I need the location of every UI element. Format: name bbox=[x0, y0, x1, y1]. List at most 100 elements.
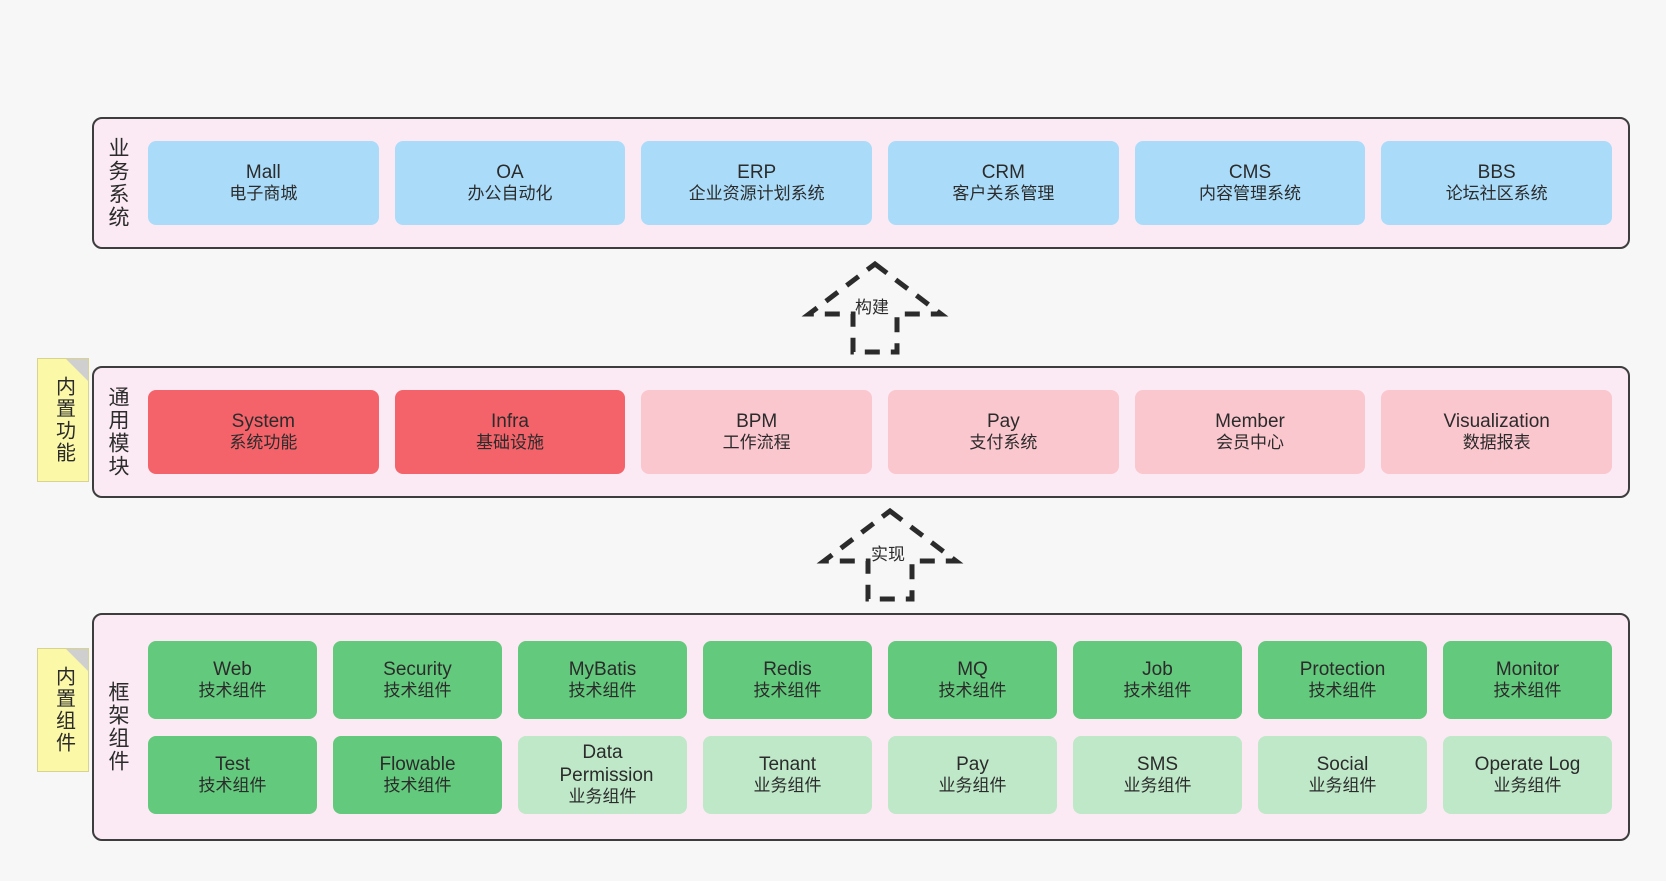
node-social[interactable]: Social 业务组件 bbox=[1258, 735, 1427, 814]
node-title: Security bbox=[383, 658, 452, 680]
node-title: Operate Log bbox=[1474, 753, 1581, 775]
node-subtitle: 技术组件 bbox=[198, 775, 267, 795]
node-subtitle: 技术组件 bbox=[198, 680, 267, 700]
node-visualization[interactable]: Visualization 数据报表 bbox=[1381, 390, 1613, 474]
node-title: Test bbox=[215, 753, 250, 775]
node-pay-business[interactable]: Pay 业务组件 bbox=[888, 735, 1057, 814]
node-cms[interactable]: CMS 内容管理系统 bbox=[1134, 141, 1366, 225]
node-security[interactable]: Security 技术组件 bbox=[333, 640, 502, 719]
node-web[interactable]: Web 技术组件 bbox=[148, 640, 317, 719]
layer-common-module: 通用模块 System 系统功能 Infra 基础设施 BPM 工作流程 Pay bbox=[92, 366, 1630, 498]
node-title: ERP bbox=[737, 162, 777, 184]
layer-title-framework-component: 框架组件 bbox=[106, 681, 130, 773]
node-job[interactable]: Job 技术组件 bbox=[1073, 640, 1242, 719]
node-infra[interactable]: Infra 基础设施 bbox=[394, 390, 626, 474]
note-fold-corner-icon bbox=[66, 649, 88, 671]
node-monitor[interactable]: Monitor 技术组件 bbox=[1443, 640, 1612, 719]
node-bpm[interactable]: BPM 工作流程 bbox=[641, 390, 873, 474]
sticky-note-builtin-function: 内置功能 bbox=[37, 358, 89, 482]
node-subtitle: 技术组件 bbox=[938, 680, 1007, 700]
node-title: CMS bbox=[1228, 162, 1272, 184]
connector-build-arrow-icon bbox=[795, 258, 955, 358]
node-bbs[interactable]: BBS 论坛社区系统 bbox=[1381, 141, 1613, 225]
node-subtitle: 技术组件 bbox=[383, 775, 452, 795]
node-title: Mall bbox=[245, 162, 281, 184]
node-title: SMS bbox=[1136, 753, 1179, 775]
node-title: Visualization bbox=[1443, 411, 1550, 433]
node-subtitle: 客户关系管理 bbox=[952, 184, 1055, 204]
node-sms[interactable]: SMS 业务组件 bbox=[1073, 735, 1242, 814]
node-subtitle: 业务组件 bbox=[1493, 775, 1562, 795]
node-subtitle: 技术组件 bbox=[568, 680, 637, 700]
node-subtitle: 业务组件 bbox=[938, 775, 1007, 795]
layer-body-business-system: Mall 电子商城 OA 办公自动化 ERP 企业资源计划系统 CRM 客户关系… bbox=[140, 119, 1628, 247]
node-flowable[interactable]: Flowable 技术组件 bbox=[333, 735, 502, 814]
node-title: Social bbox=[1316, 753, 1369, 775]
connector-implement-arrow-icon bbox=[810, 505, 970, 605]
node-title: Pay bbox=[986, 411, 1020, 433]
node-system[interactable]: System 系统功能 bbox=[148, 390, 379, 474]
node-title: CRM bbox=[981, 162, 1025, 184]
node-redis[interactable]: Redis 技术组件 bbox=[703, 640, 872, 719]
node-title: Pay bbox=[956, 753, 989, 775]
node-subtitle: 数据报表 bbox=[1462, 433, 1531, 453]
node-title: Tenant bbox=[758, 753, 817, 775]
node-subtitle: 系统功能 bbox=[229, 433, 298, 453]
node-title: Job bbox=[1142, 658, 1173, 680]
node-subtitle: 技术组件 bbox=[753, 680, 822, 700]
layer-title-common-module: 通用模块 bbox=[106, 386, 130, 478]
node-title: BPM bbox=[736, 411, 778, 433]
node-title: Infra bbox=[490, 411, 530, 433]
node-pay[interactable]: Pay 支付系统 bbox=[888, 390, 1119, 474]
node-subtitle: 基础设施 bbox=[476, 433, 544, 453]
node-title: Flowable bbox=[379, 753, 456, 775]
node-mq[interactable]: MQ 技术组件 bbox=[888, 640, 1057, 719]
node-title: MQ bbox=[957, 658, 988, 680]
node-member[interactable]: Member 会员中心 bbox=[1134, 390, 1366, 474]
node-oa[interactable]: OA 办公自动化 bbox=[394, 141, 626, 225]
node-title: Protection bbox=[1299, 658, 1386, 680]
node-tenant[interactable]: Tenant 业务组件 bbox=[703, 735, 872, 814]
node-test[interactable]: Test 技术组件 bbox=[148, 735, 317, 814]
node-erp[interactable]: ERP 企业资源计划系统 bbox=[641, 141, 873, 225]
node-subtitle: 企业资源计划系统 bbox=[688, 184, 825, 204]
node-protection[interactable]: Protection 技术组件 bbox=[1258, 640, 1427, 719]
node-subtitle: 论坛社区系统 bbox=[1445, 184, 1548, 204]
layer-body-framework-component: Web 技术组件 Security 技术组件 MyBatis 技术组件 Redi… bbox=[140, 615, 1628, 839]
node-mybatis[interactable]: MyBatis 技术组件 bbox=[518, 640, 687, 719]
node-subtitle: 技术组件 bbox=[1123, 680, 1192, 700]
node-subtitle: 业务组件 bbox=[1123, 775, 1192, 795]
node-data-permission[interactable]: Data Permission 业务组件 bbox=[518, 735, 687, 814]
node-subtitle: 会员中心 bbox=[1216, 433, 1285, 453]
node-subtitle: 业务组件 bbox=[568, 787, 637, 807]
node-row: Web 技术组件 Security 技术组件 MyBatis 技术组件 Redi… bbox=[148, 640, 1612, 719]
layer-business-system: 业务系统 Mall 电子商城 OA 办公自动化 ERP 企业资源计划系统 CRM bbox=[92, 117, 1630, 249]
node-subtitle: 支付系统 bbox=[969, 433, 1038, 453]
layer-body-common-module: System 系统功能 Infra 基础设施 BPM 工作流程 Pay 支付系统… bbox=[140, 368, 1628, 496]
node-subtitle: 技术组件 bbox=[1493, 680, 1562, 700]
node-subtitle: 电子商城 bbox=[229, 184, 298, 204]
node-title: System bbox=[231, 411, 296, 433]
node-title: Redis bbox=[763, 658, 812, 680]
node-row: Test 技术组件 Flowable 技术组件 Data Permission … bbox=[148, 735, 1612, 814]
node-title: Web bbox=[213, 658, 252, 680]
node-title: BBS bbox=[1477, 162, 1516, 184]
node-subtitle: 技术组件 bbox=[383, 680, 452, 700]
node-subtitle: 技术组件 bbox=[1308, 680, 1377, 700]
node-subtitle: 工作流程 bbox=[722, 433, 791, 453]
node-title: OA bbox=[496, 162, 524, 184]
node-subtitle: 业务组件 bbox=[1308, 775, 1377, 795]
node-title: MyBatis bbox=[568, 658, 637, 680]
node-row: System 系统功能 Infra 基础设施 BPM 工作流程 Pay 支付系统… bbox=[148, 390, 1613, 474]
note-text: 内置功能 bbox=[52, 376, 75, 464]
node-operate-log[interactable]: Operate Log 业务组件 bbox=[1443, 735, 1612, 814]
node-title: Monitor bbox=[1495, 658, 1560, 680]
node-mall[interactable]: Mall 电子商城 bbox=[148, 141, 379, 225]
connector-implement-label: 实现 bbox=[871, 545, 905, 564]
note-fold-corner-icon bbox=[66, 359, 88, 381]
sticky-note-builtin-component: 内置组件 bbox=[37, 648, 89, 772]
node-crm[interactable]: CRM 客户关系管理 bbox=[888, 141, 1119, 225]
layer-framework-component: 框架组件 Web 技术组件 Security 技术组件 MyBatis 技术组件… bbox=[92, 613, 1630, 841]
node-subtitle: 业务组件 bbox=[753, 775, 822, 795]
